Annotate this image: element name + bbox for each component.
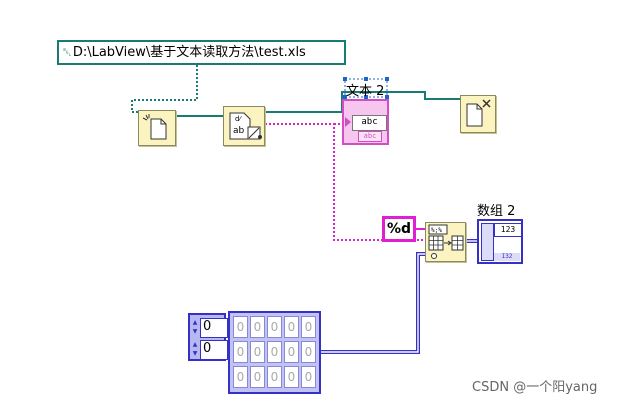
read-text-file-node[interactable]: ab d⁄ bbox=[223, 106, 265, 146]
array-cell[interactable]: 0 bbox=[284, 341, 299, 363]
array-cell[interactable]: 0 bbox=[301, 316, 316, 338]
array-cell[interactable]: 0 bbox=[233, 316, 248, 338]
array-wire-const bbox=[321, 252, 425, 354]
array-indicator[interactable]: 123 I32 bbox=[477, 219, 523, 264]
path-type-icon: ␇ bbox=[63, 46, 72, 59]
array-cell[interactable]: 0 bbox=[267, 366, 282, 388]
array-cell[interactable]: 0 bbox=[267, 341, 282, 363]
array-cell[interactable]: 0 bbox=[301, 366, 316, 388]
string-indicator[interactable]: abc abc bbox=[342, 99, 389, 145]
close-file-icon bbox=[466, 99, 491, 127]
array-cell[interactable]: 0 bbox=[250, 341, 265, 363]
array-cell[interactable]: 0 bbox=[284, 366, 299, 388]
open-file-icon bbox=[142, 114, 167, 140]
array-constant[interactable]: 0 0 0 0 0 0 0 0 0 0 0 0 0 0 0 bbox=[228, 311, 321, 394]
input-arrow-icon bbox=[345, 117, 351, 127]
selection-marquee bbox=[344, 78, 388, 98]
file-path-constant[interactable]: ␇D:\LabView\基于文本读取方法\test.xls bbox=[57, 40, 346, 65]
row-index-field[interactable]: 0 bbox=[200, 318, 228, 338]
array-indicator-index bbox=[481, 223, 494, 261]
read-text-file-icon: ab d⁄ bbox=[229, 112, 262, 140]
refnum-wire-2 bbox=[265, 91, 460, 113]
array-cell[interactable]: 0 bbox=[233, 341, 248, 363]
spreadsheet-string-to-array-icon: %;% bbox=[428, 224, 464, 259]
format-string-constant[interactable]: %d bbox=[382, 216, 416, 242]
array-wire-const-inner bbox=[321, 253, 425, 353]
close-file-node[interactable] bbox=[460, 95, 496, 133]
array-constant-index-panel[interactable]: ▲▼ 0 ▲▼ 0 bbox=[188, 313, 228, 361]
file-path-text: D:\LabView\基于文本读取方法\test.xls bbox=[72, 45, 306, 60]
index-decrement-icon[interactable]: ▲▼ bbox=[192, 341, 198, 357]
path-wire bbox=[131, 65, 198, 113]
svg-text:ab: ab bbox=[233, 126, 245, 136]
string-type-tag: abc bbox=[358, 131, 382, 142]
array-cell[interactable]: 0 bbox=[250, 366, 265, 388]
array-cell[interactable]: 0 bbox=[233, 366, 248, 388]
array-cell[interactable]: 0 bbox=[301, 341, 316, 363]
array-indicator-display: 123 bbox=[494, 223, 522, 237]
array-cell[interactable]: 0 bbox=[284, 316, 299, 338]
watermark: CSDN @一个阳yang bbox=[472, 380, 598, 395]
spreadsheet-to-array-node[interactable]: %;% bbox=[425, 222, 466, 262]
array-cell[interactable]: 0 bbox=[250, 316, 265, 338]
column-index-field[interactable]: 0 bbox=[200, 340, 228, 360]
array-cell[interactable]: 0 bbox=[267, 316, 282, 338]
svg-text:d⁄: d⁄ bbox=[235, 115, 242, 123]
string-indicator-label[interactable]: 文本 2 bbox=[346, 84, 385, 99]
array-type-tag: I32 bbox=[494, 253, 520, 261]
index-increment-icon[interactable]: ▲▼ bbox=[192, 319, 198, 335]
array-indicator-label[interactable]: 数组 2 bbox=[477, 204, 516, 219]
string-indicator-display: abc bbox=[352, 115, 387, 131]
svg-text:%;%: %;% bbox=[431, 227, 442, 234]
open-file-node[interactable] bbox=[138, 110, 176, 146]
